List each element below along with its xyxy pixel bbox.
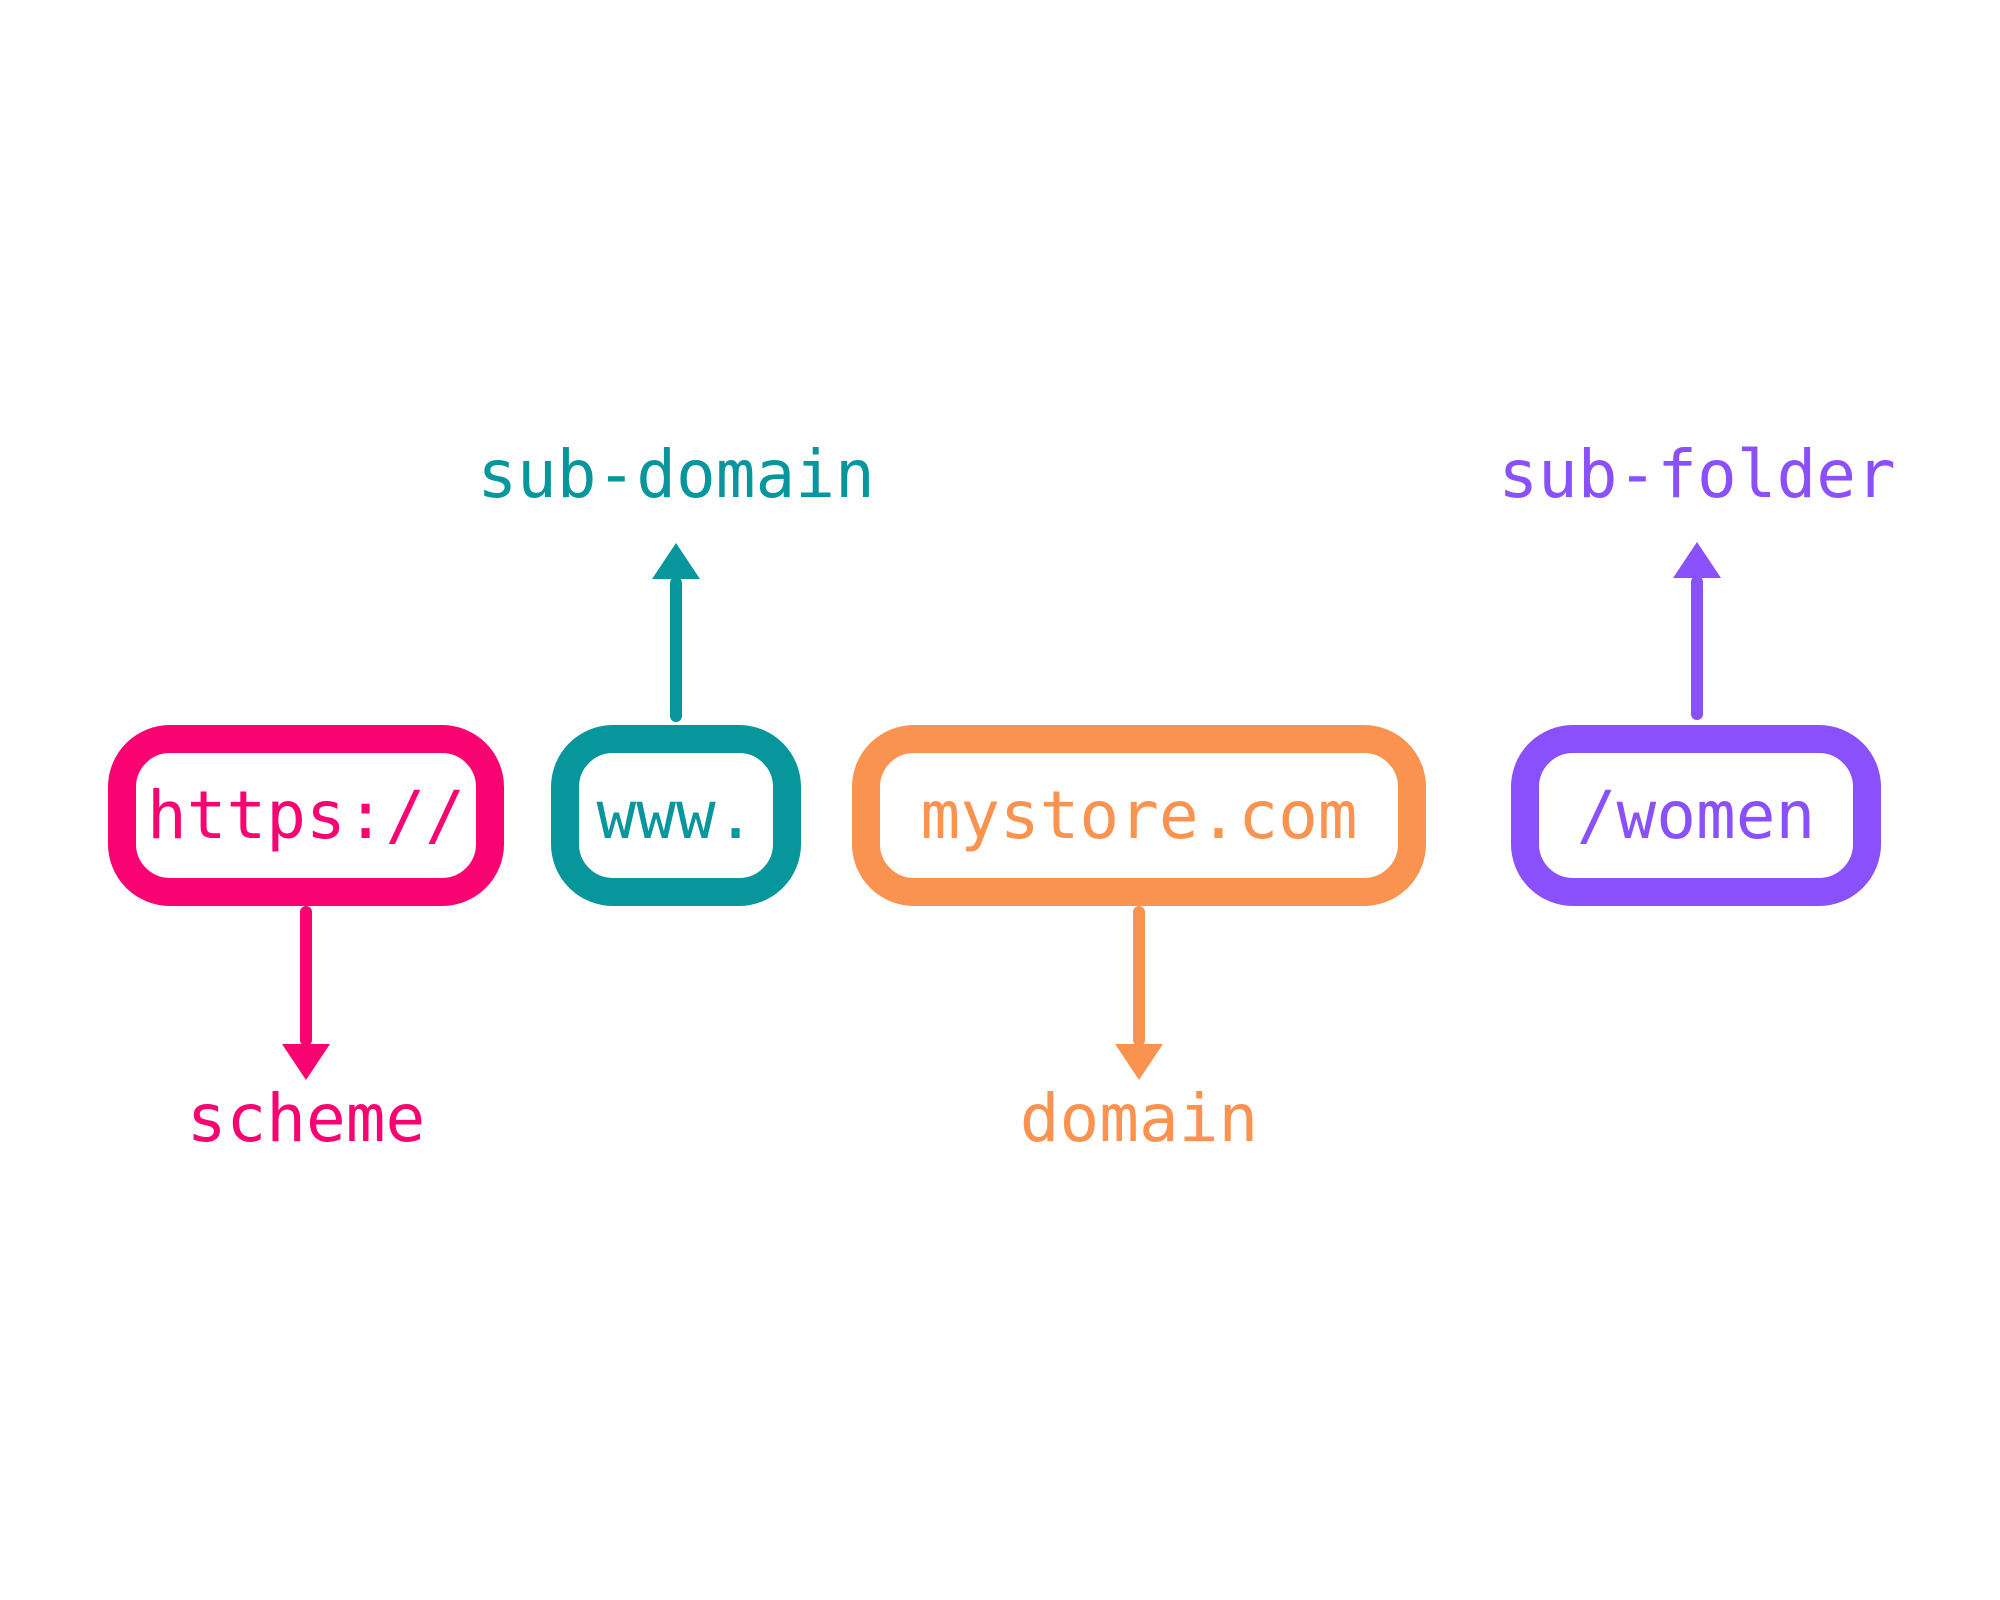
- sub-folder-arrow-line: [1691, 576, 1703, 720]
- scheme-arrow-down-icon: [282, 1044, 330, 1080]
- sub-domain-arrow-up-icon: [652, 543, 700, 579]
- scheme-text: https://: [147, 776, 465, 854]
- sub-folder-label: sub-folder: [1498, 436, 1896, 513]
- domain-arrow-down-icon: [1115, 1044, 1163, 1080]
- sub-domain-arrow-line: [670, 577, 682, 722]
- domain-text: mystore.com: [920, 776, 1358, 854]
- scheme-box: https://: [108, 725, 504, 906]
- domain-box: mystore.com: [852, 725, 1426, 906]
- sub-domain-text: www.: [596, 776, 756, 854]
- sub-folder-box: /women: [1511, 725, 1881, 906]
- sub-folder-text: /women: [1576, 776, 1816, 854]
- sub-domain-box: www.: [551, 725, 801, 906]
- sub-folder-arrow-up-icon: [1673, 542, 1721, 578]
- scheme-label: scheme: [186, 1080, 426, 1157]
- domain-label: domain: [1019, 1080, 1259, 1157]
- domain-arrow-line: [1133, 906, 1145, 1046]
- scheme-arrow-line: [300, 906, 312, 1046]
- sub-domain-label: sub-domain: [477, 436, 875, 513]
